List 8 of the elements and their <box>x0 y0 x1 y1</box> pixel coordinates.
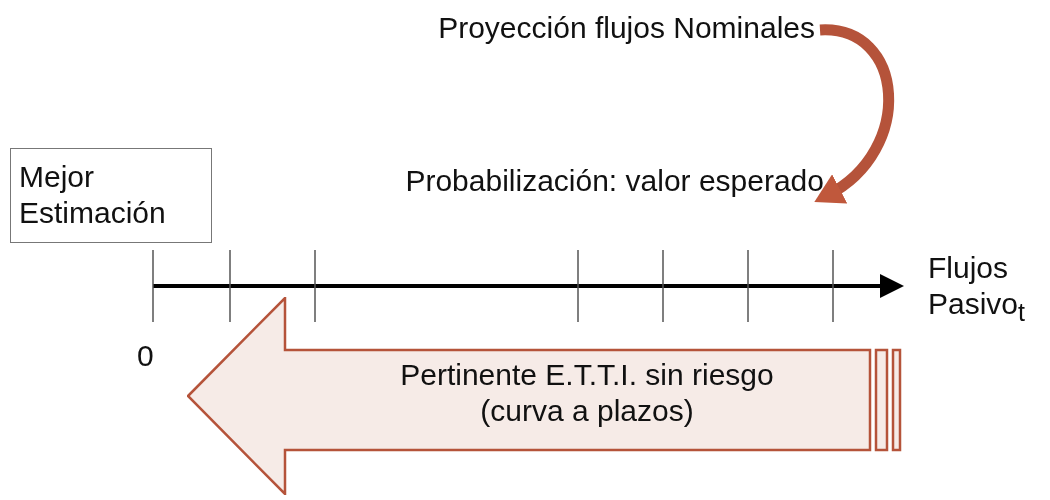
node-text: Mejor Estimación <box>19 159 167 231</box>
node-text: Pertinente E.T.T.I. sin riesgo (curva a plazos) <box>399 357 775 429</box>
axis-origin-label: 0 <box>137 338 154 374</box>
axis-title: Flujos Pasivo$_{t}$ <box>928 250 1026 328</box>
node-text: Proyección flujos Nominales <box>437 10 815 46</box>
curved-arrow <box>815 24 894 204</box>
node-text: Probabilización: valor esperado <box>404 163 824 199</box>
label-box <box>10 148 212 243</box>
